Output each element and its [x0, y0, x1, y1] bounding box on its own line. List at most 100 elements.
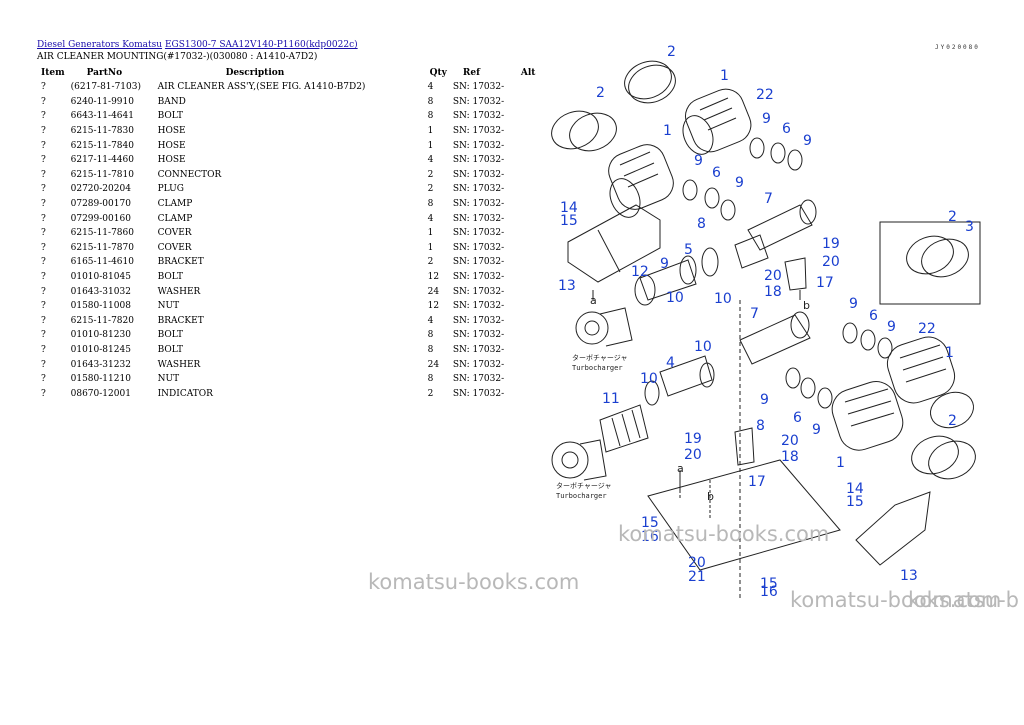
svg-text:12: 12	[631, 264, 649, 280]
cell-item: ?	[41, 213, 46, 224]
cell-description: INDICATOR	[157, 388, 213, 399]
cell-partno: 6215-11-7820	[70, 315, 134, 326]
cell-partno: 6215-11-7870	[70, 242, 134, 253]
header-partno: PartNo	[86, 68, 123, 78]
exploded-parts-diagram: 2 2 1 22 1 9 6 9 9 6 9 7 14 15 8 5 9 12 …	[551, 44, 981, 600]
cell-partno: 6643-11-4641	[70, 111, 134, 122]
cell-item: ?	[41, 388, 46, 399]
cell-ref: SN: 17032-	[452, 228, 505, 239]
cell-partno: 08670-12001	[70, 388, 131, 399]
cell-ref: SN: 17032-	[452, 126, 505, 137]
cell-ref: SN: 17032-	[452, 96, 505, 107]
svg-text:2: 2	[948, 209, 957, 225]
cell-ref: SN: 17032-	[452, 199, 505, 210]
cell-description: WASHER	[157, 286, 201, 297]
cell-description: CLAMP	[157, 213, 193, 224]
svg-text:20: 20	[684, 447, 702, 463]
svg-text:20: 20	[822, 254, 840, 270]
cell-ref: SN: 17032-	[452, 388, 505, 399]
cell-item: ?	[41, 169, 46, 180]
cell-partno: 6215-11-7810	[70, 169, 134, 180]
watermark-right: komatsu-books.com	[790, 588, 1002, 612]
cell-item: ?	[41, 228, 46, 239]
cell-qty: 24	[427, 359, 440, 370]
cell-qty: 2	[427, 388, 434, 399]
breadcrumb-link-category[interactable]: Diesel Generators Komatsu	[37, 40, 163, 50]
svg-text:11: 11	[602, 391, 620, 407]
cell-item: ?	[41, 111, 46, 122]
cell-ref: SN: 17032-	[452, 359, 505, 370]
cell-item: ?	[41, 82, 46, 93]
cell-description: NUT	[157, 301, 180, 312]
svg-text:6: 6	[869, 308, 878, 324]
cell-description: BAND	[157, 96, 186, 107]
svg-text:6: 6	[793, 410, 802, 426]
svg-text:6: 6	[782, 121, 791, 137]
turbo-label-jp-top: ターボチャージャ	[572, 353, 627, 362]
cell-qty: 4	[427, 155, 434, 166]
cell-qty: 1	[427, 228, 434, 239]
header-item: Item	[41, 68, 65, 78]
svg-text:8: 8	[756, 418, 765, 434]
cell-partno: 01010-81245	[70, 344, 131, 355]
svg-text:b: b	[707, 490, 714, 503]
cell-description: COVER	[157, 228, 192, 239]
svg-text:9: 9	[760, 392, 769, 408]
svg-text:13: 13	[900, 568, 918, 584]
cell-description: BRACKET	[157, 257, 204, 268]
svg-text:5: 5	[684, 242, 693, 258]
cell-qty: 8	[427, 96, 434, 107]
cell-item: ?	[41, 330, 46, 341]
cell-partno: 01580-11008	[70, 301, 131, 312]
cell-item: ?	[41, 242, 46, 253]
cell-partno: 02720-20204	[70, 184, 131, 195]
cell-description: WASHER	[157, 359, 201, 370]
cell-partno: 01643-31032	[70, 286, 131, 297]
cell-description: BOLT	[157, 272, 184, 283]
cell-description: NUT	[157, 374, 180, 385]
header-description: Description	[225, 68, 285, 78]
cell-ref: SN: 17032-	[452, 374, 505, 385]
cell-ref: SN: 17032-	[452, 330, 505, 341]
turbo-label-en-top: Turbocharger	[572, 364, 623, 372]
cell-ref: SN: 17032-	[452, 315, 505, 326]
cell-partno: 6215-11-7860	[70, 228, 134, 239]
cell-description: BRACKET	[157, 315, 204, 326]
parts-table: Item PartNo Description Qty Ref Alt ?(62…	[37, 66, 549, 401]
svg-text:15: 15	[760, 576, 778, 592]
cell-qty: 1	[427, 242, 434, 253]
svg-text:10: 10	[714, 291, 732, 307]
cell-partno: (6217-81-7103)	[70, 82, 141, 93]
table-row: ? (6217-81-7103) AIR CLEANER ASS'Y,(SEE FI…	[37, 80, 549, 95]
svg-text:9: 9	[887, 319, 896, 335]
svg-text:9: 9	[660, 256, 669, 272]
svg-text:a: a	[590, 294, 597, 307]
breadcrumb: Diesel Generators Komatsu EGS1300-7 SAA1…	[37, 40, 358, 50]
svg-text:15: 15	[641, 515, 659, 531]
turbo-label-jp-bottom: ターボチャージャ	[556, 481, 611, 490]
cell-qty: 4	[427, 315, 434, 326]
svg-text:10: 10	[640, 371, 658, 387]
breadcrumb-link-model[interactable]: EGS1300-7 SAA12V140-P1160(kdp0022c)	[164, 40, 358, 50]
page-subtitle: AIR CLEANER MOUNTING(#17032-)(030080 : A…	[37, 52, 318, 62]
cell-qty: 24	[427, 286, 440, 297]
cell-ref: SN: 17032-	[452, 111, 505, 122]
svg-text:1: 1	[663, 123, 672, 139]
svg-text:9: 9	[735, 175, 744, 191]
cell-item: ?	[41, 344, 46, 355]
watermark-center: komatsu-books.com	[618, 522, 830, 546]
cell-qty: 8	[427, 199, 434, 210]
cell-item: ?	[41, 140, 46, 151]
cell-description: AIR CLEANER ASS'Y,(SEE FIG. A1410-B7D2)	[157, 82, 366, 93]
